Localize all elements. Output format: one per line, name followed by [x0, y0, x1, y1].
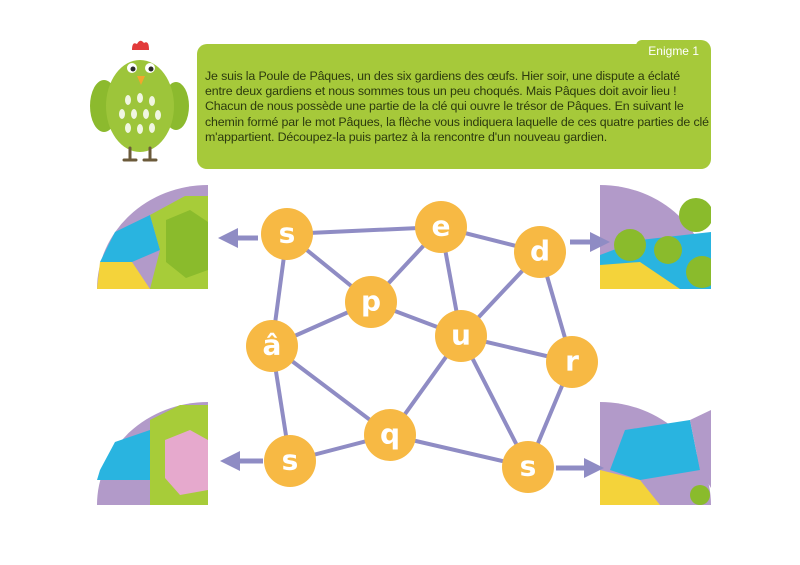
letter-node-circle: [364, 409, 416, 461]
letter-node-label: s: [520, 450, 537, 483]
arrow-icon: [218, 228, 258, 248]
letter-node-circle: [514, 226, 566, 278]
letter-node-label: r: [565, 345, 579, 378]
letter-node-p[interactable]: p: [345, 276, 397, 328]
letter-node-circle: [264, 435, 316, 487]
letter-node-label: u: [451, 319, 471, 352]
letter-node-label: s: [279, 217, 296, 250]
letter-node-label: p: [361, 285, 381, 318]
letter-node-label: â: [263, 329, 282, 362]
letter-node-circle: [261, 208, 313, 260]
letter-node-s2[interactable]: s: [264, 435, 316, 487]
key-piece-icon[interactable]: [600, 185, 718, 289]
letter-node-label: d: [530, 235, 550, 268]
letter-node-circle: [415, 201, 467, 253]
letter-node-d[interactable]: d: [514, 226, 566, 278]
letter-node-s1[interactable]: s: [261, 208, 313, 260]
enigma-box: Enigme 1 Je suis la Poule de Pâques, un …: [197, 40, 711, 169]
letter-node-circle: [502, 441, 554, 493]
key-piece-icon[interactable]: [97, 185, 208, 289]
letter-node-u[interactable]: u: [435, 310, 487, 362]
letter-node-a[interactable]: â: [246, 320, 298, 372]
letter-node-circle: [546, 336, 598, 388]
letter-nodes: s e d p u â r q s s: [246, 201, 598, 493]
easter-hen-icon: [90, 40, 189, 162]
key-piece-icon[interactable]: [97, 402, 208, 505]
letter-node-label: q: [380, 418, 400, 451]
letter-node-e[interactable]: e: [415, 201, 467, 253]
key-piece-icon[interactable]: [600, 402, 711, 505]
letter-node-q[interactable]: q: [364, 409, 416, 461]
letter-node-r[interactable]: r: [546, 336, 598, 388]
letter-node-circle: [246, 320, 298, 372]
enigma-tag: Enigme 1: [636, 40, 711, 62]
enigma-text: Je suis la Poule de Pâques, un des six g…: [205, 69, 709, 144]
letter-node-circle: [345, 276, 397, 328]
letter-node-circle: [435, 310, 487, 362]
arrow-icon: [556, 458, 604, 478]
arrow-icon: [570, 232, 610, 252]
letter-node-s3[interactable]: s: [502, 441, 554, 493]
letter-node-label: e: [432, 210, 451, 243]
letter-node-label: s: [282, 444, 299, 477]
arrow-icon: [220, 451, 263, 471]
